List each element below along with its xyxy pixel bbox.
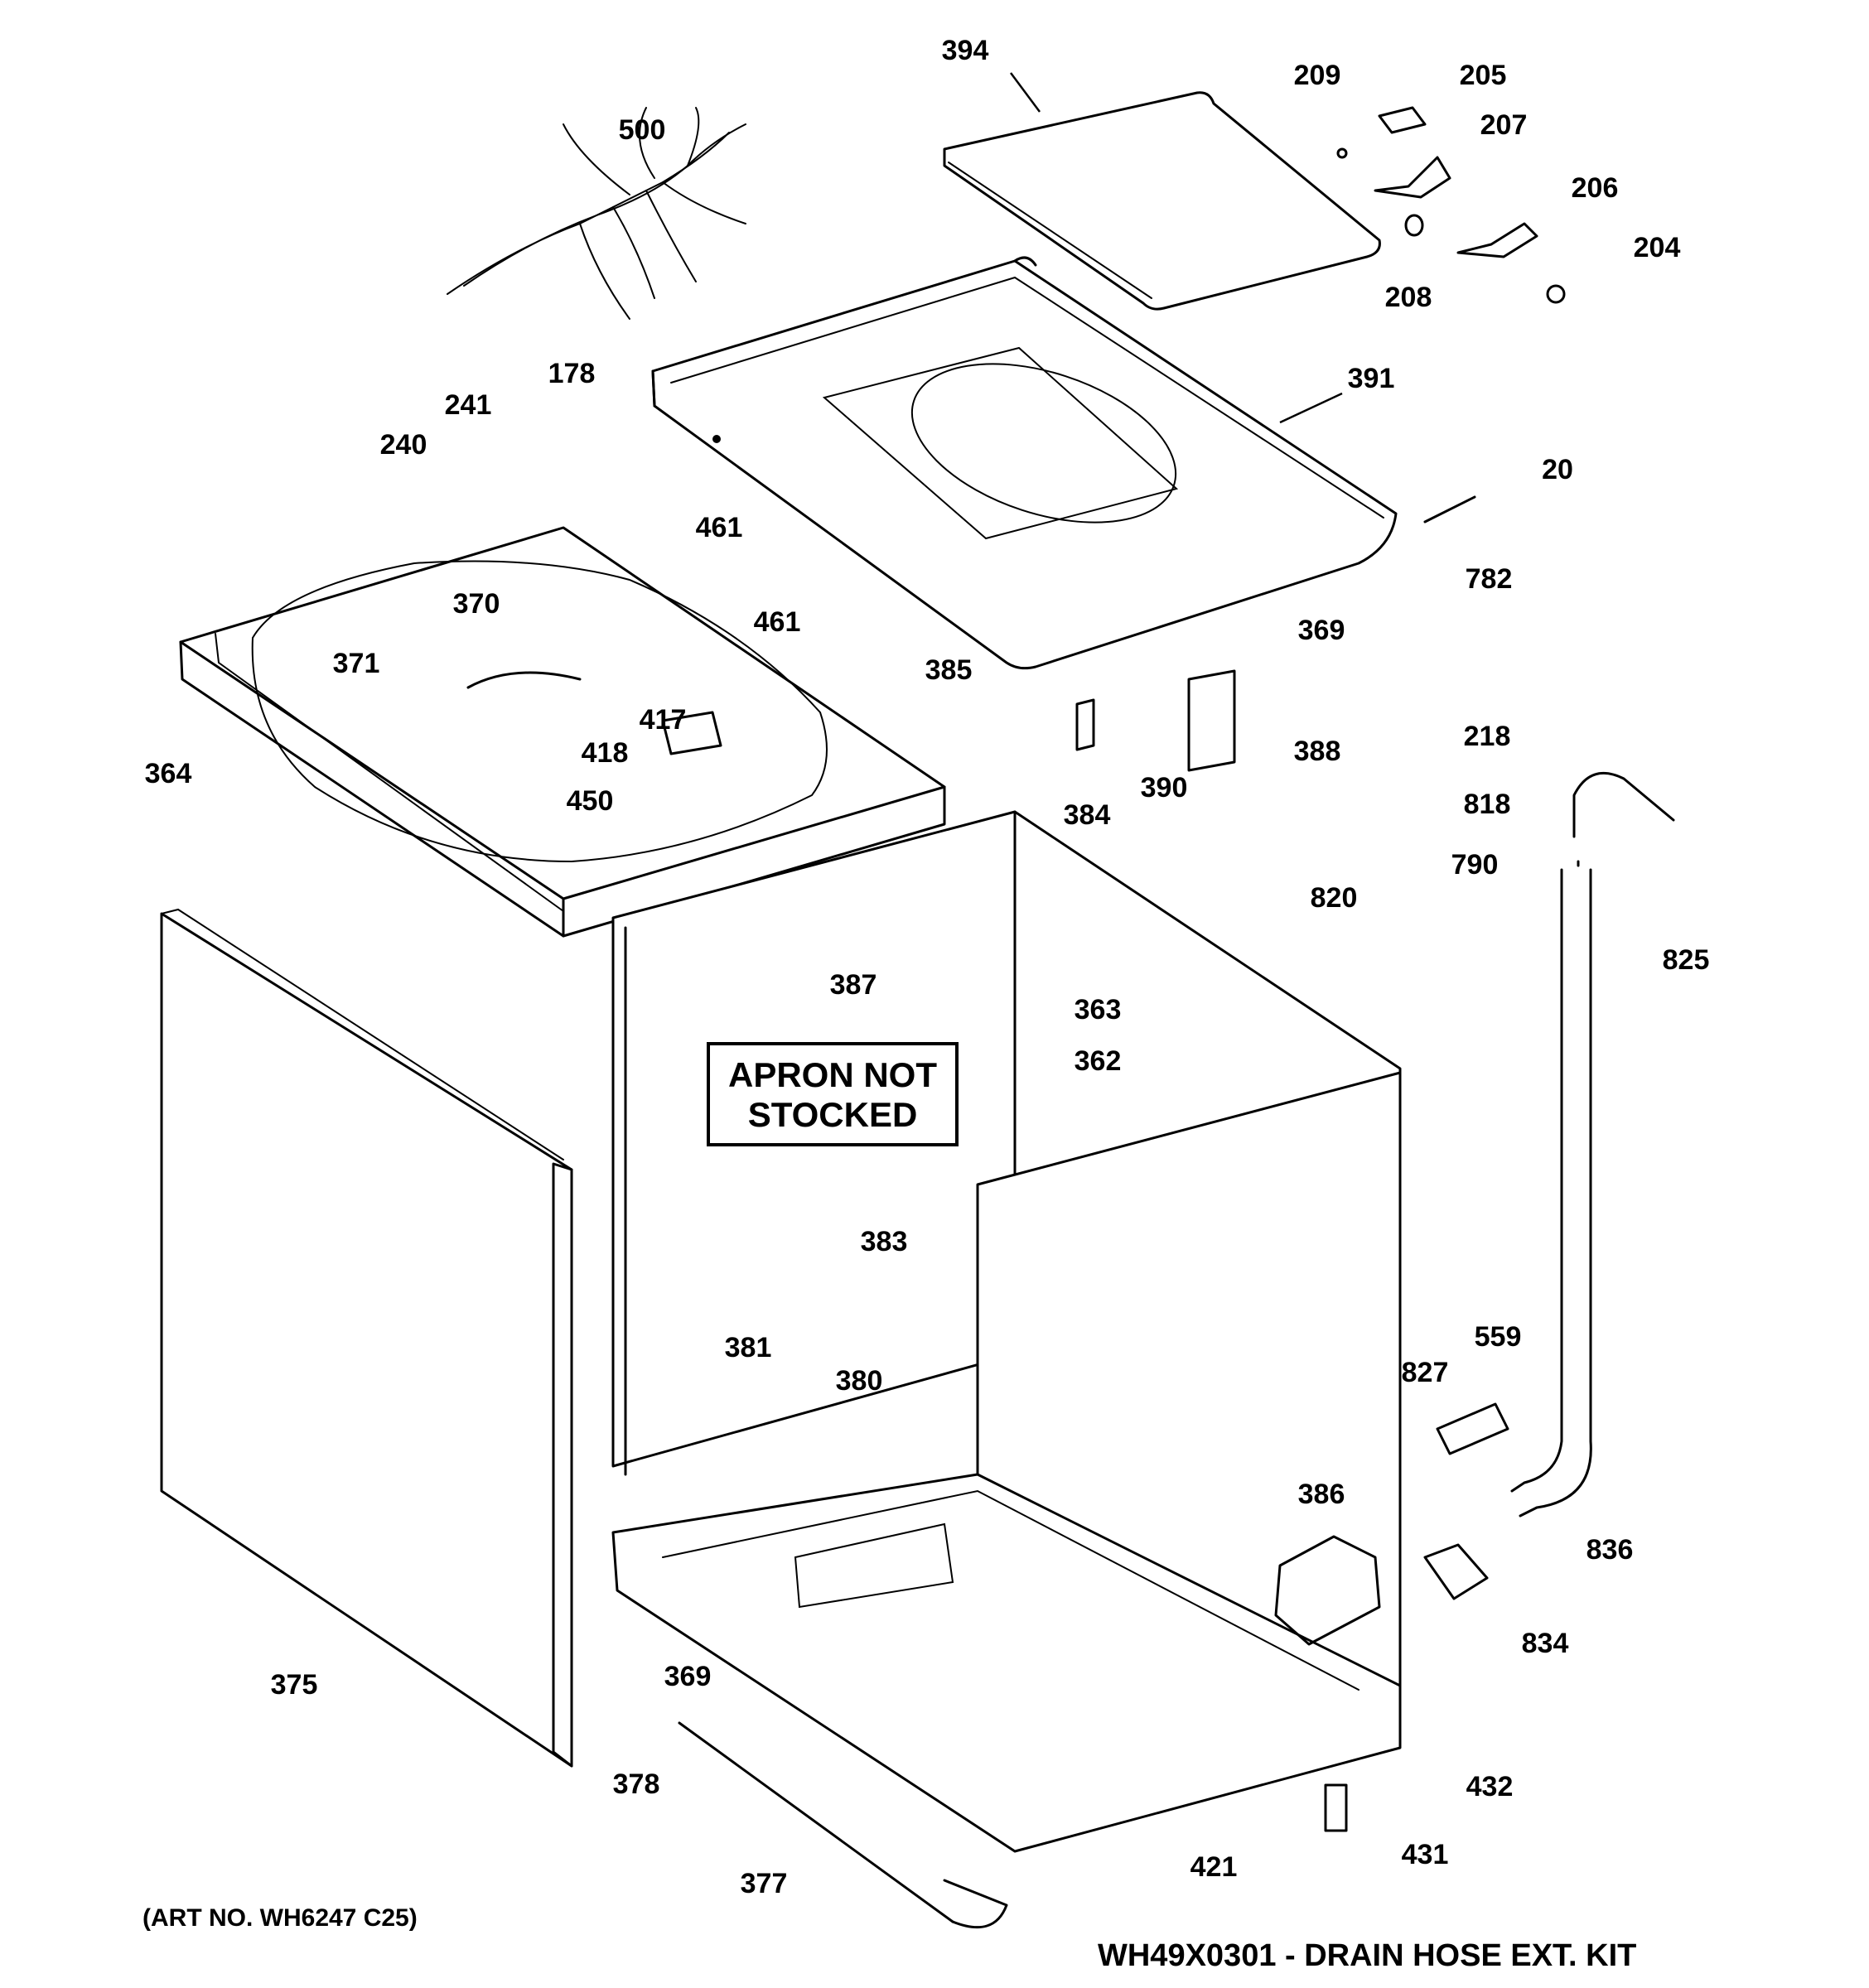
part-label-241: 241 <box>445 389 492 421</box>
part-label-207: 207 <box>1480 109 1528 141</box>
side-panel-part <box>160 908 573 1768</box>
part-label-431: 431 <box>1402 1839 1449 1870</box>
part-label-421: 421 <box>1190 1851 1238 1883</box>
small-hardware-parts <box>1336 106 1566 524</box>
switch-part <box>1187 669 1236 772</box>
part-label-371: 371 <box>333 648 380 679</box>
art-number-caption: (ART NO. WH6247 C25) <box>142 1904 418 1932</box>
part-label-836: 836 <box>1586 1534 1634 1566</box>
part-label-362: 362 <box>1075 1045 1122 1077</box>
part-label-450: 450 <box>567 785 614 817</box>
part-label-782: 782 <box>1466 563 1513 595</box>
part-label-418: 418 <box>582 737 629 769</box>
part-label-375: 375 <box>271 1669 318 1701</box>
clip-part <box>1075 698 1095 751</box>
part-label-384: 384 <box>1064 799 1111 831</box>
clip-386-part <box>1274 1535 1381 1646</box>
part-label-205: 205 <box>1460 60 1507 91</box>
part-label-377: 377 <box>741 1868 788 1899</box>
part-label-20: 20 <box>1542 454 1573 485</box>
leveling-leg-part <box>1324 1783 1348 1832</box>
part-labels: 394 209 205 207 206 204 208 500 391 178 … <box>145 35 1710 1899</box>
part-label-461b: 461 <box>754 606 801 638</box>
bracket-part <box>661 711 722 755</box>
part-label-390: 390 <box>1141 772 1188 803</box>
lid-panel-part <box>943 91 1381 311</box>
part-label-834: 834 <box>1522 1628 1569 1659</box>
coupler-part <box>1436 1402 1509 1455</box>
handle-part <box>943 1879 1008 1929</box>
part-label-385: 385 <box>925 654 973 686</box>
base-pan-part <box>611 1473 1402 1853</box>
part-label-206: 206 <box>1572 172 1619 204</box>
part-label-820: 820 <box>1311 882 1358 914</box>
top-cover-part <box>651 256 1398 670</box>
part-label-178: 178 <box>548 358 596 389</box>
part-label-388: 388 <box>1294 736 1341 767</box>
apron-note-box <box>707 1042 959 1146</box>
part-label-386: 386 <box>1298 1479 1345 1510</box>
part-label-369b: 369 <box>664 1661 712 1692</box>
apron-note-line1: APRON NOT <box>728 1055 937 1094</box>
part-label-364: 364 <box>145 758 192 789</box>
part-label-369a: 369 <box>1298 615 1345 646</box>
part-label-391: 391 <box>1348 363 1395 394</box>
part-label-417: 417 <box>640 704 687 736</box>
part-label-461a: 461 <box>696 512 743 543</box>
part-label-363: 363 <box>1075 994 1122 1025</box>
part-label-380: 380 <box>836 1365 883 1397</box>
part-label-383: 383 <box>861 1226 908 1257</box>
part-label-394: 394 <box>942 35 989 66</box>
part-label-559: 559 <box>1475 1321 1522 1353</box>
hose-hook-part <box>1572 771 1675 838</box>
part-label-387: 387 <box>830 969 877 1001</box>
part-label-208: 208 <box>1385 282 1432 313</box>
part-label-209: 209 <box>1294 60 1341 91</box>
drain-hose-kit-caption: WH49X0301 - DRAIN HOSE EXT. KIT <box>1098 1938 1636 1973</box>
part-label-378: 378 <box>613 1768 660 1800</box>
part-label-500: 500 <box>619 114 666 146</box>
base-frame-part <box>179 526 946 938</box>
part-label-432: 432 <box>1466 1771 1514 1802</box>
part-label-240: 240 <box>380 429 427 461</box>
part-label-381: 381 <box>725 1332 772 1363</box>
part-label-825: 825 <box>1663 944 1710 976</box>
part-label-218: 218 <box>1464 721 1511 752</box>
part-label-370: 370 <box>453 588 500 620</box>
part-label-827: 827 <box>1402 1357 1449 1388</box>
drain-hose-part <box>1510 860 1592 1518</box>
wire-harness-part <box>447 107 746 320</box>
rod-part <box>678 1721 954 1923</box>
part-label-818: 818 <box>1464 789 1511 820</box>
part-label-790: 790 <box>1451 849 1499 881</box>
strap-part <box>466 671 582 689</box>
part-label-204: 204 <box>1634 232 1681 263</box>
hose-bracket-part <box>1423 1543 1489 1600</box>
apron-note-line2: STOCKED <box>748 1095 918 1134</box>
